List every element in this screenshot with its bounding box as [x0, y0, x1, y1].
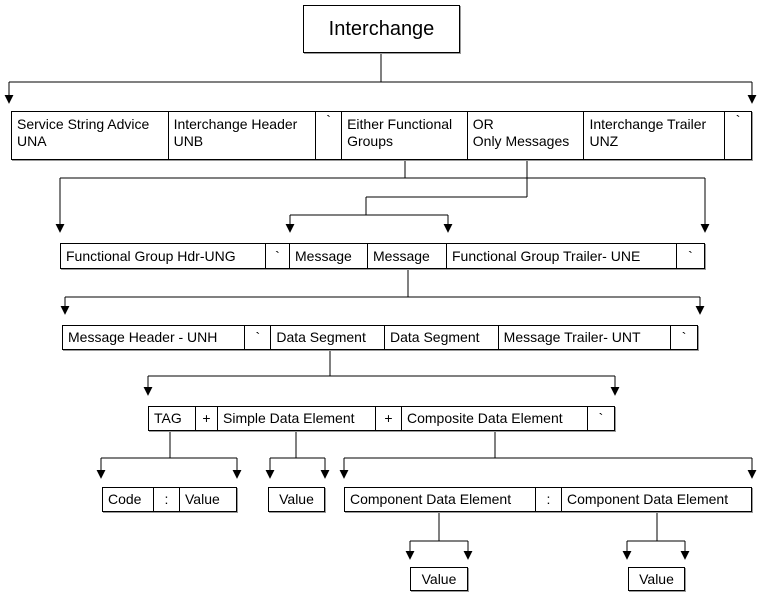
separator-cell: `: [681, 329, 687, 345]
interchange-structure-row: Service String Advice UNA Interchange He…: [11, 111, 752, 160]
value-cell: Value: [279, 491, 314, 507]
separator-cell: `: [688, 247, 693, 264]
plus-separator-cell: +: [196, 407, 218, 430]
functional-groups-cell: Either Functional Groups: [342, 112, 468, 159]
value-cell: Value: [639, 570, 674, 587]
separator-cell: `: [316, 112, 343, 159]
message-trailer-unt-cell: Message Trailer- UNT: [499, 326, 672, 349]
separator-cell: `: [598, 410, 604, 426]
component-data-element-cell: Component Data Element: [567, 491, 729, 507]
interchange-node: Interchange: [303, 5, 460, 53]
separator-cell: `: [735, 112, 741, 128]
service-string-advice-una-cell: Service String Advice UNA: [12, 112, 169, 159]
component-data-element-cell: Component Data Element: [345, 488, 536, 511]
only-messages-cell: OR Only Messages: [468, 112, 585, 159]
value-cell: Value: [185, 491, 220, 507]
functional-group-header-ung-cell: Functional Group Hdr-UNG: [61, 244, 266, 268]
composite-data-element-cell: Composite Data Element: [402, 407, 588, 430]
message-cell: Message: [290, 244, 368, 268]
data-segment-cell: Data Segment: [271, 326, 385, 349]
value-cell: Value: [421, 570, 457, 587]
simple-data-element-cell: Simple Data Element: [218, 407, 376, 430]
separator-cell: `: [266, 244, 290, 268]
component-value-box: Value: [410, 567, 468, 591]
message-cell: Message: [368, 244, 447, 268]
code-cell: Code: [103, 488, 154, 511]
component-value-box: Value: [628, 567, 685, 591]
message-row: Message Header - UNH ` Data Segment Data…: [62, 325, 698, 350]
message-header-unh-cell: Message Header - UNH: [63, 326, 246, 349]
separator-cell: `: [245, 326, 272, 349]
simple-value-box: Value: [268, 487, 325, 512]
colon-separator-cell: :: [154, 488, 180, 511]
interchange-header-unb-cell: Interchange Header UNB: [169, 112, 317, 159]
segment-row: TAG + Simple Data Element + Composite Da…: [148, 406, 615, 431]
tag-cell: TAG: [149, 407, 196, 430]
plus-separator-cell: +: [376, 407, 402, 430]
interchange-trailer-unz-cell: Interchange Trailer UNZ: [584, 112, 726, 159]
code-value-row: Code : Value: [102, 487, 237, 512]
functional-group-trailer-une-cell: Functional Group Trailer- UNE: [447, 244, 677, 268]
component-data-element-row: Component Data Element : Component Data …: [344, 487, 752, 512]
data-segment-cell: Data Segment: [385, 326, 499, 349]
functional-group-row: Functional Group Hdr-UNG ` Message Messa…: [60, 243, 705, 269]
colon-separator-cell: :: [536, 488, 562, 511]
